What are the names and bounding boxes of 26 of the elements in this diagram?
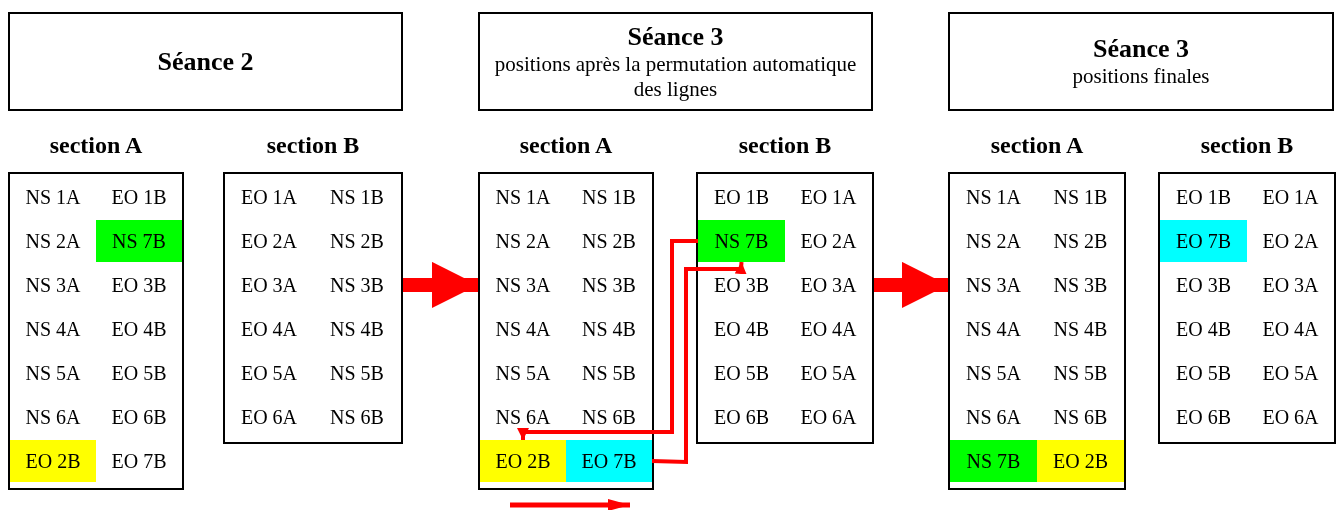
section-heading: section B bbox=[737, 131, 833, 160]
session-title: Séance 3 bbox=[1092, 34, 1189, 64]
highlighted-position: EO 7B bbox=[1160, 220, 1247, 262]
title-panel bbox=[478, 12, 873, 111]
double-arrow bbox=[403, 261, 478, 308]
arrow bbox=[651, 261, 747, 465]
highlighted-position: EO 2B bbox=[10, 440, 96, 482]
section-heading: section B bbox=[1199, 131, 1295, 160]
highlighted-position: EO 2B bbox=[1037, 440, 1124, 482]
double-arrow bbox=[874, 261, 948, 308]
section-heading: section A bbox=[518, 131, 614, 160]
highlighted-position: NS 7B bbox=[950, 440, 1037, 482]
session-title: Séance 3 bbox=[627, 21, 724, 52]
section-heading: section B bbox=[265, 131, 361, 160]
section-heading: section A bbox=[989, 131, 1085, 160]
session-title: Séance 2 bbox=[157, 46, 254, 77]
highlighted-position: NS 7B bbox=[698, 220, 785, 262]
session-subtitle: positions finales bbox=[1072, 64, 1210, 89]
highlighted-position: EO 7B bbox=[566, 440, 652, 482]
section-heading: section A bbox=[48, 131, 144, 160]
highlighted-position: NS 7B bbox=[96, 220, 182, 262]
title-panel bbox=[8, 12, 403, 111]
highlighted-position: EO 2B bbox=[480, 440, 566, 482]
arrow bbox=[517, 239, 698, 440]
session-subtitle: positions après la permutation automatique des lignes bbox=[493, 51, 858, 102]
title-panel bbox=[948, 12, 1334, 111]
